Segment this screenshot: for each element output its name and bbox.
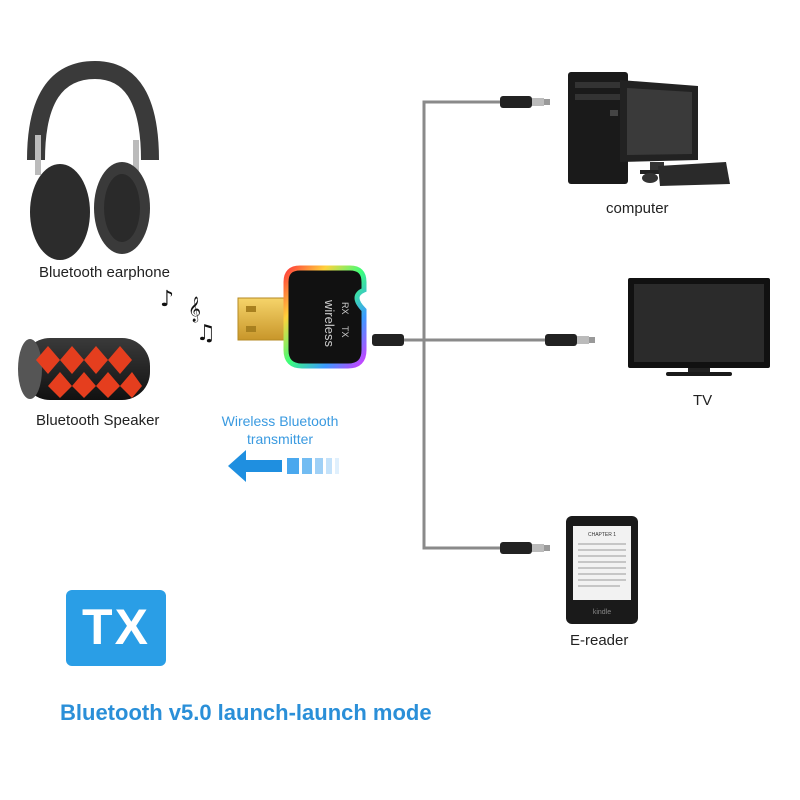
computer-label: computer — [606, 200, 669, 217]
ereader-label: E-reader — [570, 632, 629, 649]
ereader-icon: CHAPTER 1 kindle — [566, 516, 638, 624]
speaker-label: Bluetooth Speaker — [36, 412, 160, 429]
tx-logo-text: TX — [82, 599, 150, 655]
jack-computer — [500, 96, 550, 108]
tv-icon — [628, 278, 770, 376]
earphone-label: Bluetooth earphone — [39, 264, 170, 281]
mode-caption: Bluetooth v5.0 launch-launch mode — [60, 700, 432, 725]
jack-tv — [545, 334, 595, 346]
speaker-icon — [18, 338, 150, 400]
svg-text:♫: ♫ — [196, 321, 216, 346]
music-note-icon: ♪ 𝄞 ♫ — [160, 287, 216, 346]
svg-text:♪: ♪ — [160, 287, 174, 312]
dongle-text: wireless — [322, 299, 337, 347]
transmitter-caption-line2: transmitter — [246, 431, 314, 447]
jack-ereader — [500, 542, 550, 554]
jack-dongle — [372, 334, 404, 346]
dongle-rx: RX — [340, 302, 350, 315]
ereader-screen-title: CHAPTER 1 — [588, 532, 616, 538]
transmitter-caption-line1: Wireless Bluetooth — [221, 413, 339, 429]
ereader-brand: kindle — [593, 609, 611, 616]
tv-label: TV — [693, 392, 713, 409]
cables — [404, 100, 545, 550]
dongle-tx: TX — [340, 326, 350, 338]
computer-icon — [568, 72, 730, 186]
usb-dongle-icon: wireless TX RX — [237, 265, 367, 369]
tx-logo: TX — [66, 590, 166, 666]
transmitter-caption: Wireless Bluetooth transmitter — [205, 412, 355, 448]
headphones-icon — [27, 60, 159, 260]
svg-text:𝄞: 𝄞 — [188, 296, 201, 322]
arrow-left-icon — [228, 450, 339, 482]
